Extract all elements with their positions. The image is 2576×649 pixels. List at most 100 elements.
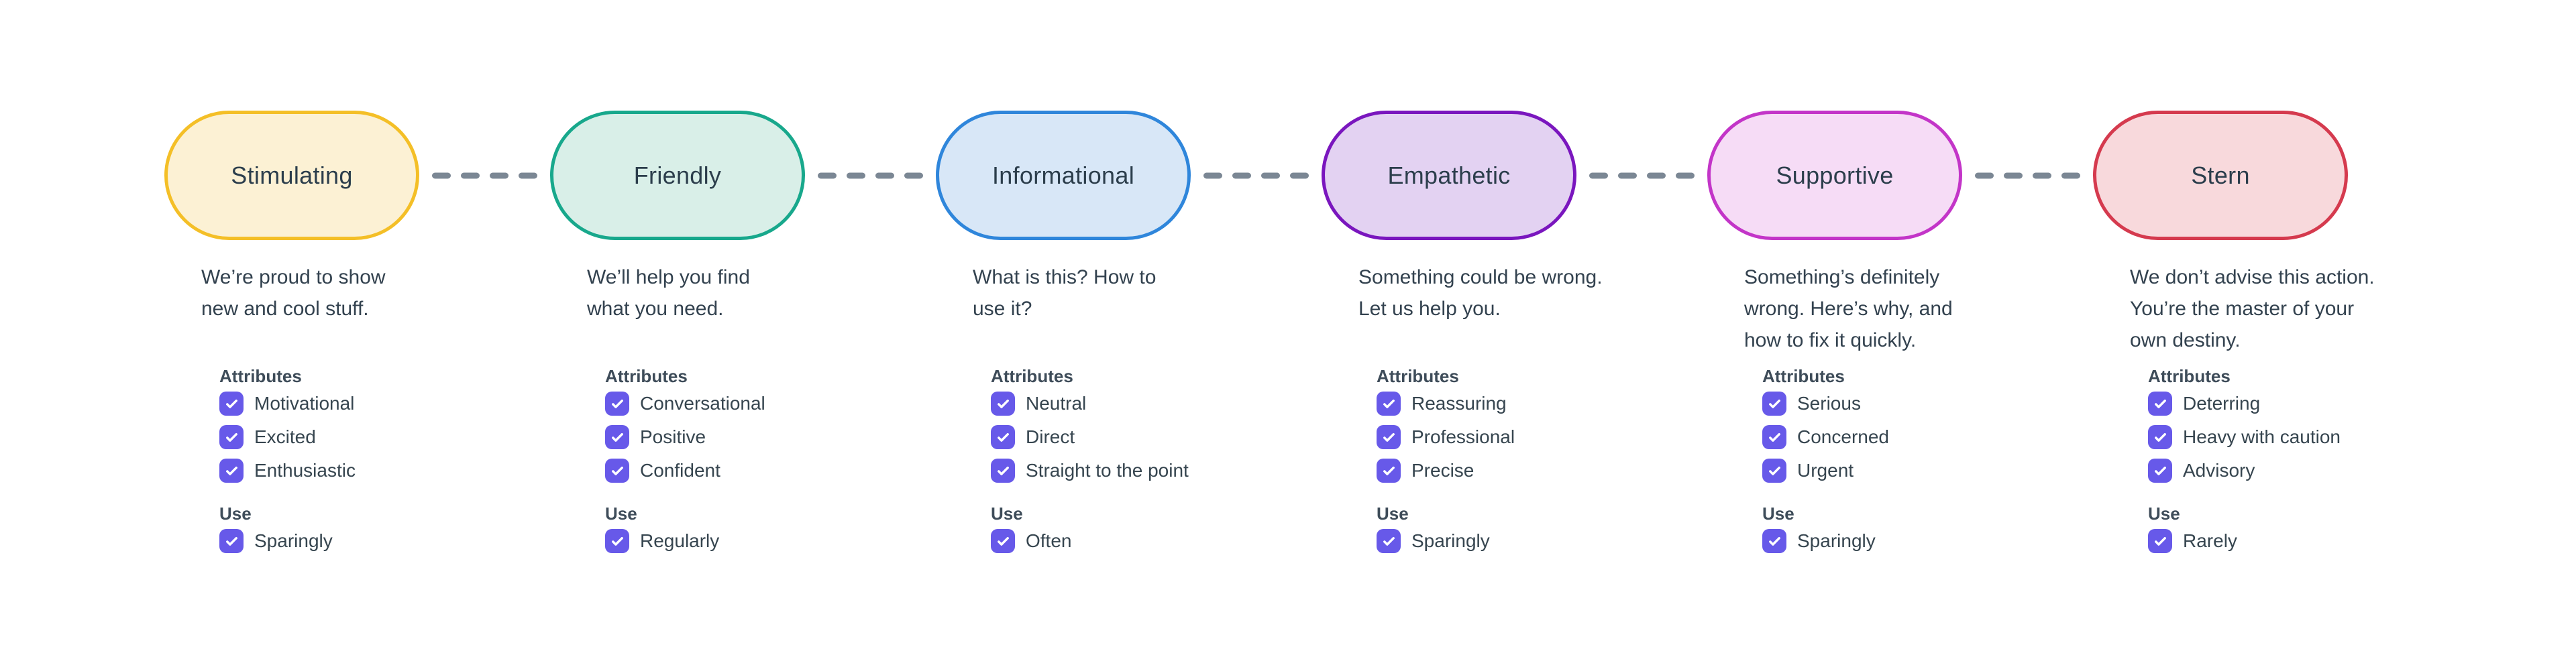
tone-description: Something could be wrong. Let us help yo… (1358, 266, 1603, 320)
checkbox-row: Sparingly (1377, 524, 1576, 558)
checkbox-row: Professional (1377, 420, 1576, 454)
checkbox-label: Excited (254, 426, 316, 447)
checkbox-row: Conversational (605, 387, 805, 420)
use-heading: Use (1377, 504, 1409, 524)
check-icon (2154, 399, 2166, 408)
check-icon (1768, 399, 1780, 408)
attribute-checkbox[interactable] (219, 425, 244, 449)
tone-column: Stern We don’t advise this action. You’r… (2093, 111, 2375, 558)
checkbox-label: Concerned (1797, 426, 1889, 447)
checkbox-row: Serious (1762, 387, 1962, 420)
tone-details: Attributes Neutral Direct Straight to th… (991, 365, 1191, 558)
checkbox-label: Positive (640, 426, 706, 447)
attribute-checkbox[interactable] (991, 392, 1015, 416)
attribute-checkbox[interactable] (1762, 425, 1786, 449)
check-icon (1383, 432, 1395, 442)
attributes-list: Deterring Heavy with caution Advisory (2148, 387, 2348, 487)
attribute-checkbox[interactable] (1762, 392, 1786, 416)
tone-details: Attributes Conversational Positive Confi… (605, 365, 805, 558)
checkbox-label: Direct (1026, 426, 1075, 447)
use-checkbox[interactable] (1377, 529, 1401, 553)
checkbox-label: Enthusiastic (254, 460, 356, 481)
checkbox-row: Urgent (1762, 454, 1962, 487)
tone-name: Supportive (1776, 161, 1894, 189)
use-checkbox[interactable] (991, 529, 1015, 553)
checkbox-row: Rarely (2148, 524, 2348, 558)
checkbox-row: Positive (605, 420, 805, 454)
attribute-checkbox[interactable] (2148, 392, 2172, 416)
checkbox-row: Sparingly (219, 524, 419, 558)
checkbox-label: Precise (1411, 460, 1474, 481)
attribute-checkbox[interactable] (605, 425, 629, 449)
tone-description: We don’t advise this action. You’re the … (2130, 266, 2375, 351)
attributes-list: Conversational Positive Confident (605, 387, 805, 487)
checkbox-row: Concerned (1762, 420, 1962, 454)
tone-pill: Supportive (1707, 111, 1962, 240)
use-checkbox[interactable] (2148, 529, 2172, 553)
dash-line-icon (1203, 172, 1309, 178)
tone-column: Informational What is this? How to use i… (936, 111, 1191, 558)
attribute-checkbox[interactable] (219, 459, 244, 483)
check-icon (611, 399, 623, 408)
attribute-checkbox[interactable] (1762, 459, 1786, 483)
check-icon (997, 536, 1009, 546)
attribute-checkbox[interactable] (2148, 459, 2172, 483)
attributes-heading: Attributes (1377, 366, 1459, 386)
checkbox-label: Sparingly (254, 530, 333, 551)
dash-line-icon (1589, 172, 1695, 178)
use-heading: Use (2148, 504, 2180, 524)
tone-column: Friendly We’ll help you find what you ne… (550, 111, 805, 558)
checkbox-label: Sparingly (1411, 530, 1490, 551)
check-icon (611, 536, 623, 546)
attribute-checkbox[interactable] (605, 459, 629, 483)
check-icon (1383, 466, 1395, 475)
checkbox-row: Sparingly (1762, 524, 1962, 558)
checkbox-label: Often (1026, 530, 1072, 551)
attribute-checkbox[interactable] (219, 392, 244, 416)
use-checkbox[interactable] (1762, 529, 1786, 553)
tone-name: Empathetic (1387, 161, 1511, 189)
dashed-connector (1576, 111, 1707, 240)
checkbox-row: Regularly (605, 524, 805, 558)
checkbox-label: Urgent (1797, 460, 1854, 481)
tone-name: Stern (2191, 161, 2250, 189)
tone-details: Attributes Serious Concerned Urgent Use (1762, 365, 1962, 558)
attribute-checkbox[interactable] (1377, 459, 1401, 483)
check-icon (1768, 536, 1780, 546)
attribute-checkbox[interactable] (2148, 425, 2172, 449)
checkbox-row: Often (991, 524, 1191, 558)
attribute-checkbox[interactable] (605, 392, 629, 416)
tone-details: Attributes Deterring Heavy with caution … (2148, 365, 2348, 558)
checkbox-label: Heavy with caution (2183, 426, 2341, 447)
attribute-checkbox[interactable] (1377, 392, 1401, 416)
use-checkbox[interactable] (219, 529, 244, 553)
checkbox-label: Neutral (1026, 393, 1087, 414)
use-row-container: Sparingly (219, 524, 419, 558)
tone-description: Something’s definitely wrong. Here’s why… (1744, 266, 1953, 351)
attributes-list: Reassuring Professional Precise (1377, 387, 1576, 487)
checkbox-label: Professional (1411, 426, 1515, 447)
tone-spectrum-row: Stimulating We’re proud to show new and … (164, 111, 2375, 558)
attributes-heading: Attributes (991, 366, 1073, 386)
check-icon (2154, 432, 2166, 442)
check-icon (2154, 536, 2166, 546)
use-row-container: Sparingly (1377, 524, 1576, 558)
dash-line-icon (432, 172, 537, 178)
attributes-heading: Attributes (219, 366, 302, 386)
attribute-checkbox[interactable] (991, 425, 1015, 449)
tone-pill: Empathetic (1322, 111, 1576, 240)
checkbox-label: Deterring (2183, 393, 2261, 414)
check-icon (225, 466, 237, 475)
attributes-heading: Attributes (2148, 366, 2231, 386)
tone-name: Stimulating (231, 161, 353, 189)
use-checkbox[interactable] (605, 529, 629, 553)
attribute-checkbox[interactable] (991, 459, 1015, 483)
attribute-checkbox[interactable] (1377, 425, 1401, 449)
use-row-container: Sparingly (1762, 524, 1962, 558)
check-icon (1768, 432, 1780, 442)
use-heading: Use (219, 504, 252, 524)
check-icon (997, 432, 1009, 442)
checkbox-row: Enthusiastic (219, 454, 419, 487)
tone-details: Attributes Motivational Excited Enthusia… (219, 365, 419, 558)
